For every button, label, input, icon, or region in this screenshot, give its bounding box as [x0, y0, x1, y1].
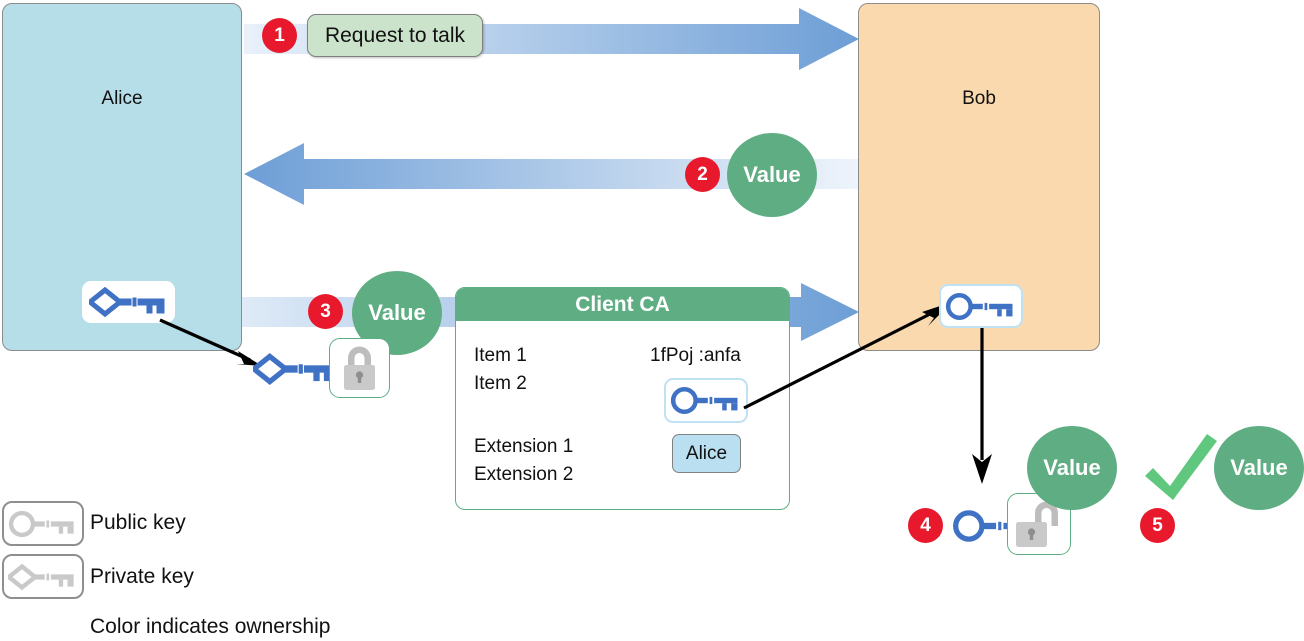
certificate-body: Item 1 Item 2 Extension 1 Extension 2 1f…	[456, 321, 789, 509]
certificate-public-key-chip	[664, 378, 748, 423]
certificate-extension-1: Extension 1	[474, 436, 574, 457]
certificate-item-2: Item 2	[474, 373, 527, 394]
lock-closed-icon	[344, 346, 375, 390]
request-to-talk-label: Request to talk	[307, 14, 483, 57]
bob-public-key-chip	[939, 284, 1023, 328]
certificate-client-ca: Client CA Item 1 Item 2 Extension 1 Exte…	[455, 287, 790, 510]
public-key-icon	[945, 292, 1013, 320]
value-circle-5: Value	[1214, 426, 1304, 510]
private-key-icon-step3	[253, 353, 333, 385]
value-circle-2: Value	[727, 133, 817, 217]
legend-public-key-label: Public key	[90, 511, 186, 534]
public-key-icon	[8, 510, 74, 537]
value-circle-4: Value	[1027, 426, 1117, 510]
arrow-value-response	[244, 143, 859, 205]
step-badge-3: 3	[308, 294, 343, 329]
lock-open-icon	[1016, 501, 1058, 547]
party-label-alice: Alice	[101, 88, 143, 109]
arrow-request-to-talk	[244, 8, 859, 70]
legend-private-key-chip	[2, 554, 84, 599]
lock-closed-box-step3	[329, 338, 390, 398]
certificate-extension-2: Extension 2	[474, 464, 574, 485]
private-key-icon	[88, 287, 164, 317]
arrow-alice-key-to-encrypt	[159, 318, 262, 366]
alice-private-key-chip	[82, 281, 175, 323]
legend-ownership-note: Color indicates ownership	[90, 615, 331, 638]
step-badge-5: 5	[1140, 508, 1175, 543]
check-icon	[1145, 434, 1217, 500]
certificate-owner-alice: Alice	[672, 434, 741, 473]
certificate-item-1: Item 1	[474, 345, 527, 366]
certificate-signature-text: 1fPoj :anfa	[650, 345, 741, 366]
arrow-cert-key-to-bob-key	[743, 302, 952, 410]
step-badge-1: 1	[262, 18, 297, 53]
public-key-icon	[670, 387, 738, 414]
legend-public-key-chip	[2, 501, 84, 546]
certificate-title: Client CA	[456, 288, 789, 321]
step-badge-4: 4	[908, 508, 943, 543]
private-key-icon	[8, 563, 74, 590]
legend-private-key-label: Private key	[90, 565, 194, 588]
arrow-bob-key-down	[972, 328, 992, 484]
step-badge-2: 2	[685, 157, 720, 192]
party-label-bob: Bob	[962, 88, 996, 109]
